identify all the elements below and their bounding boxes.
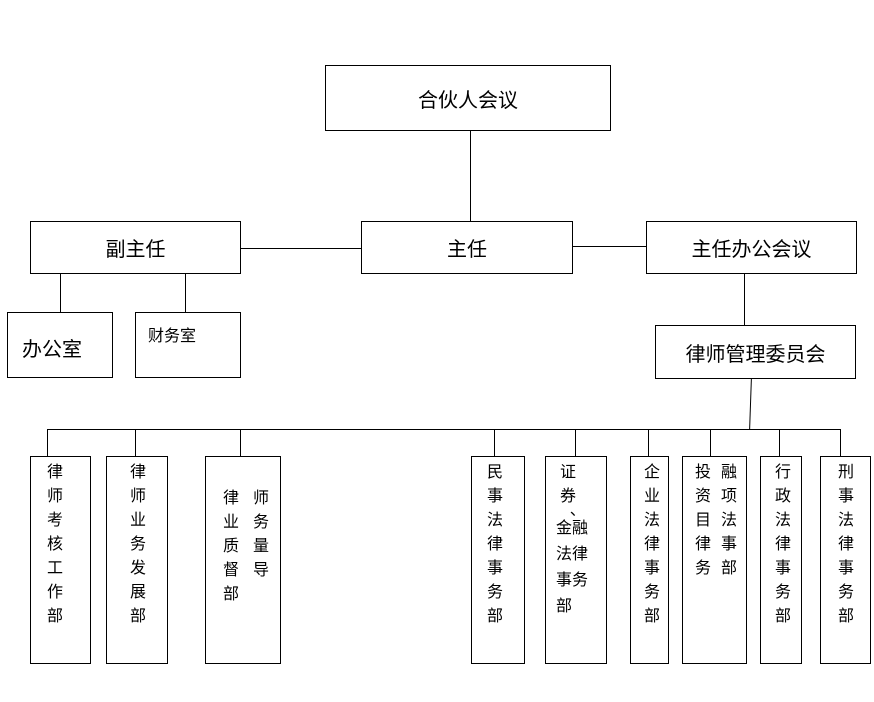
deputy-director-label: 副主任 [105, 237, 166, 261]
department-label: 民事法律事务部 [484, 463, 503, 631]
department-box-business-development: 律师业务发展部 [106, 456, 168, 664]
drop-line [47, 429, 48, 456]
drop-line [710, 429, 711, 456]
department-label-col2: 融项法事部 [718, 463, 737, 583]
drop-line [494, 429, 495, 456]
director-office-meeting-box: 主任办公会议 [646, 221, 857, 274]
partners-meeting-box: 合伙人会议 [325, 65, 611, 131]
director-office-meeting-label: 主任办公会议 [691, 237, 812, 261]
department-box-criminal: 刑事法律事务部 [820, 456, 871, 664]
connector-meeting-committee [744, 274, 745, 325]
lawyer-management-committee-box: 律师管理委员会 [655, 325, 856, 379]
drop-line [240, 429, 241, 456]
department-label-col2: 师务量导 [250, 489, 269, 585]
department-label: 刑事法律事务部 [835, 463, 854, 631]
drop-line [840, 429, 841, 456]
department-label: 律业质督部 [220, 489, 239, 609]
department-bus-line [47, 429, 841, 430]
department-label-col2: 金融法律事务部 [556, 518, 589, 615]
department-box-enterprise: 企业法律事务部 [630, 456, 669, 664]
connector-committee-bus [749, 378, 752, 430]
department-label: 企业法律事务部 [641, 463, 660, 631]
office-label: 办公室 [22, 337, 82, 361]
finance-room-label: 财务室 [148, 326, 197, 345]
office-box: 办公室 [7, 312, 113, 378]
finance-room-box: 财务室 [135, 312, 241, 378]
lawyer-management-committee-label: 律师管理委员会 [685, 341, 826, 366]
connector-deputy-finance [185, 274, 186, 312]
connector-deputy-office [60, 274, 61, 312]
partners-meeting-label: 合伙人会议 [418, 87, 518, 112]
director-label: 主任 [447, 237, 487, 261]
department-box-civil: 民事法律事务部 [471, 456, 525, 664]
drop-line [648, 429, 649, 456]
connector-deputy-director [241, 248, 361, 249]
director-box: 主任 [361, 221, 573, 274]
department-box-administrative: 行政法律事务部 [760, 456, 802, 664]
department-label: 律师业务发展部 [127, 463, 146, 631]
drop-line [575, 429, 576, 456]
department-label: 投资目律务 [692, 463, 711, 583]
department-box-securities-finance: 证券、 金融法律事务部 [545, 456, 607, 664]
drop-line [779, 429, 780, 456]
department-box-assessment: 律师考核工作部 [30, 456, 91, 664]
connector-director-office-meeting [573, 246, 646, 247]
department-label: 律师考核工作部 [44, 463, 63, 631]
department-label: 行政法律事务部 [772, 463, 791, 631]
drop-line [135, 429, 136, 456]
department-box-quality-supervision: 律业质督部 师务量导 [205, 456, 281, 664]
deputy-director-box: 副主任 [30, 221, 241, 274]
connector-partners-director [470, 131, 471, 221]
department-box-investment-finance: 投资目律务 融项法事部 [682, 456, 747, 664]
department-label: 证券、 [557, 463, 576, 535]
